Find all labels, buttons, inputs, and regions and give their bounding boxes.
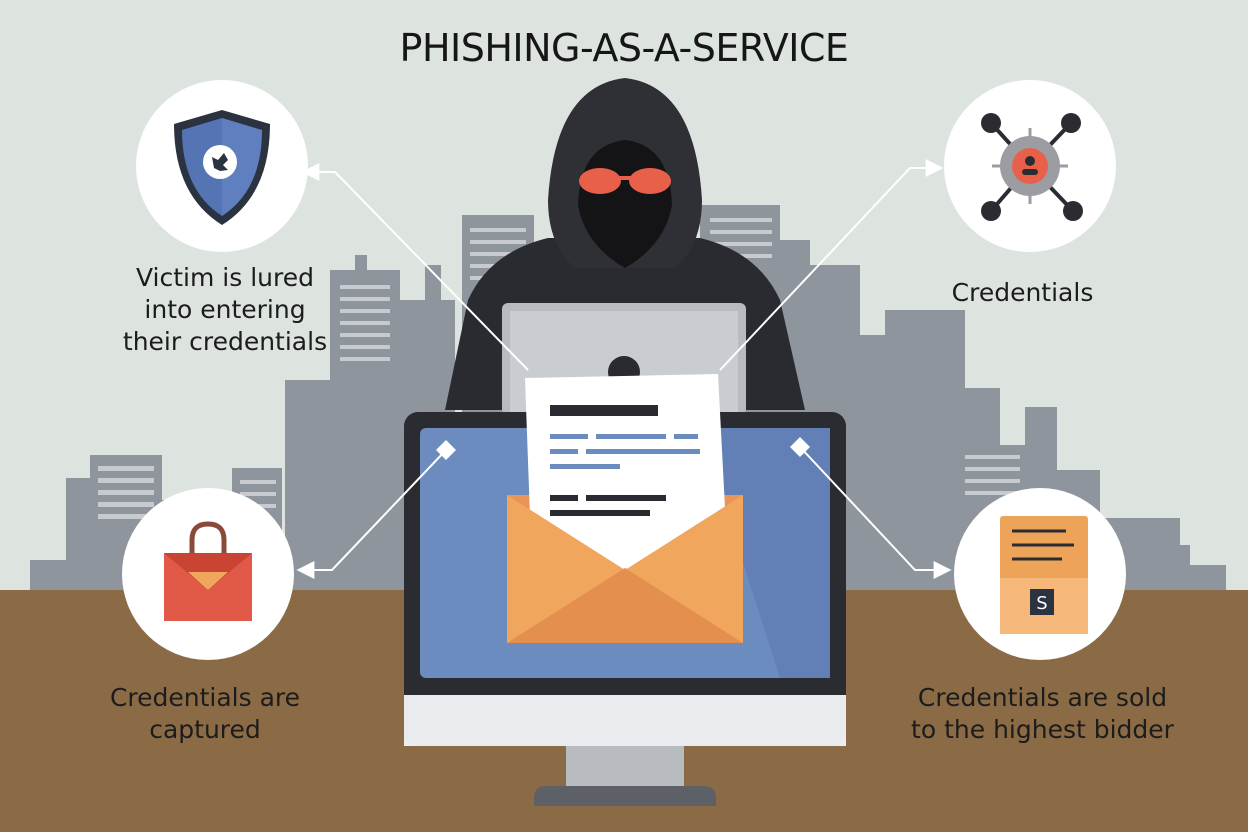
step-label-sold: Credentials are sold to the highest bidd…	[895, 682, 1190, 746]
label-line: Credentials are sold	[917, 683, 1168, 712]
label-line: into entering	[144, 295, 306, 324]
step-circle-shield	[136, 80, 308, 252]
card-symbol: S	[1036, 593, 1047, 614]
page-title: PHISHING-AS-A-SERVICE	[399, 26, 849, 70]
step-label-lured: Victim is lured into entering their cred…	[115, 262, 335, 358]
phishing-email	[507, 374, 743, 643]
step-circle-network	[944, 80, 1116, 252]
label-line: Victim is lured	[136, 263, 314, 292]
label-line: Credentials	[951, 278, 1094, 307]
step-circle-card: S	[954, 488, 1126, 660]
step-label-captured: Credentials are captured	[90, 682, 320, 746]
right-eye	[629, 168, 671, 194]
step-circle-bag	[122, 488, 294, 660]
step-label-credentials: Credentials	[935, 277, 1110, 309]
label-line: their credentials	[122, 327, 328, 356]
label-line: to the highest bidder	[911, 715, 1174, 744]
building-windows	[98, 218, 1020, 519]
flow-arrows	[296, 159, 952, 579]
left-eye	[579, 168, 621, 194]
label-line: Credentials are	[109, 683, 301, 712]
label-line: captured	[149, 715, 261, 744]
arrow-anchor-diamonds	[436, 437, 810, 460]
